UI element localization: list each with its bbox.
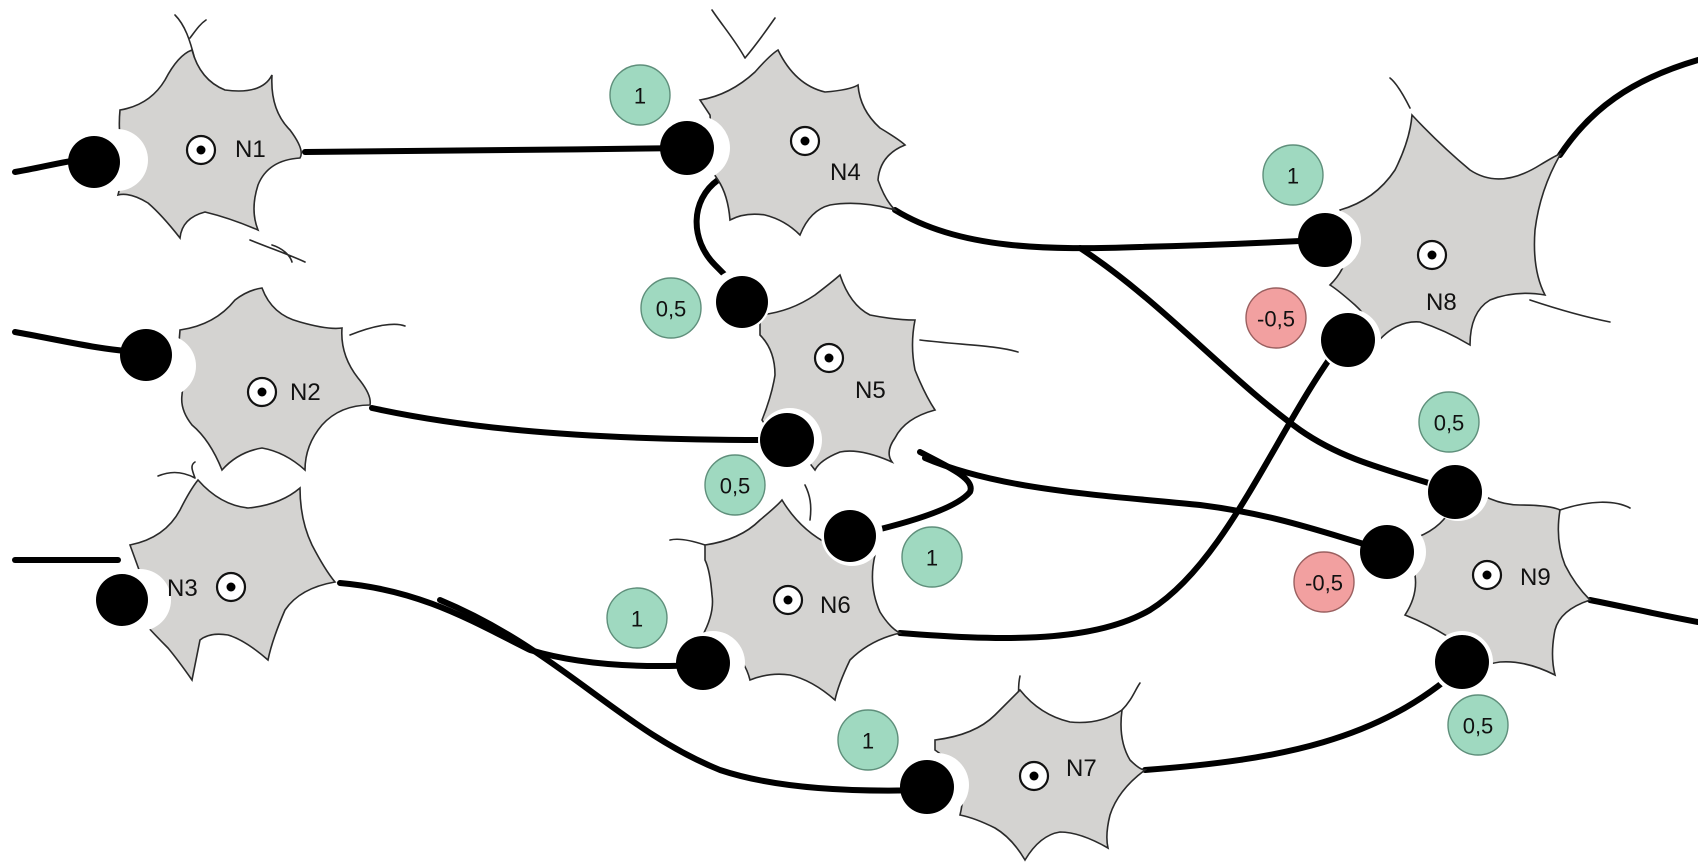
synapse-terminal-n7-n9	[1435, 635, 1489, 689]
weight-badge-n4-n8: 1	[1262, 144, 1324, 206]
neuron-label-n1: N1	[235, 136, 266, 163]
synapse-terminal-n5-n9	[1360, 525, 1414, 579]
weight-badge-n2-n5: 0,5	[704, 454, 766, 516]
svg-text:1: 1	[631, 607, 643, 632]
neuron-n1: N1	[68, 14, 306, 263]
axon-n3-n7	[437, 597, 928, 794]
axon-n2-n5	[369, 405, 773, 443]
axon-n6-n8	[897, 335, 1348, 641]
svg-text:0,5: 0,5	[1434, 411, 1465, 436]
output-axon-n9	[1587, 597, 1698, 625]
neuron-n5: N5	[709, 269, 1019, 472]
svg-text:1: 1	[926, 546, 938, 571]
weight-badge-n1-n4: 1	[609, 64, 671, 126]
axon-n4-n8	[892, 207, 1325, 252]
neuron-label-n7: N7	[1066, 755, 1097, 782]
neuron-label-n8: N8	[1426, 289, 1457, 316]
synapse-terminal-n5-n6	[824, 510, 876, 562]
synapse-terminal-n1-n4	[660, 121, 714, 175]
weight-badge-n5-n6: 1	[901, 526, 963, 588]
weight-badge-n5-n9: -0,5	[1293, 551, 1355, 613]
synapse-terminal-n2-n5	[760, 413, 814, 467]
svg-text:-0,5: -0,5	[1257, 307, 1295, 332]
neuron-label-n6: N6	[820, 592, 851, 619]
svg-text:1: 1	[634, 84, 646, 109]
synapse-terminal-n4-n8	[1298, 213, 1352, 267]
neuron-n8: N8	[1298, 77, 1611, 371]
synapse-terminal-n6-n8	[1321, 313, 1375, 367]
neuron-label-n2: N2	[290, 379, 321, 406]
axon-n5-n9	[922, 455, 1388, 553]
neuron-label-n4: N4	[830, 159, 861, 186]
neuron-n9: N9	[1360, 459, 1631, 693]
svg-text:0,5: 0,5	[656, 297, 687, 322]
synapse-terminal-input-n2	[120, 329, 172, 381]
svg-text:1: 1	[1287, 164, 1299, 189]
weight-badge-n6-n8: -0,5	[1245, 287, 1307, 349]
svg-text:-0,5: -0,5	[1305, 571, 1343, 596]
synapse-terminal-input-n1	[68, 136, 120, 188]
weight-badge-n7-n9: 0,5	[1447, 694, 1509, 756]
synapse-terminal-input-n3	[96, 574, 148, 626]
weight-badge-n3-n6: 1	[606, 587, 668, 649]
neuron-label-n9: N9	[1520, 564, 1551, 591]
svg-text:1: 1	[862, 729, 874, 754]
axon-n1-n4	[302, 145, 693, 155]
synapse-terminal-n3-n6	[676, 636, 730, 690]
weight-badge-n4-n9: 0,5	[1418, 391, 1480, 453]
neuron-label-n3: N3	[167, 575, 198, 602]
output-axon-n8	[1557, 57, 1698, 158]
neuron-n4: N4	[660, 9, 907, 237]
neuron-n6: N6	[669, 484, 903, 702]
axon-n7-n9	[1142, 665, 1463, 773]
svg-text:0,5: 0,5	[720, 474, 751, 499]
neuron-n2: N2	[120, 287, 406, 472]
weight-badge-n4-n5: 0,5	[640, 277, 702, 339]
synapse-terminal-n4-n9	[1428, 465, 1482, 519]
synapse-terminal-n4-n5	[716, 276, 768, 328]
axons	[12, 57, 1698, 794]
neuron-n3: N3	[96, 461, 337, 682]
synapse-terminal-n3-n7	[900, 760, 954, 814]
weight-badges: 1 0,5 1 0,5 0,5 1 -0,5 -0,5	[606, 64, 1509, 771]
svg-text:0,5: 0,5	[1463, 714, 1494, 739]
neuron-label-n5: N5	[855, 377, 886, 404]
weight-badge-n3-n7: 1	[837, 709, 899, 771]
neuron-n7: N7	[900, 675, 1148, 862]
